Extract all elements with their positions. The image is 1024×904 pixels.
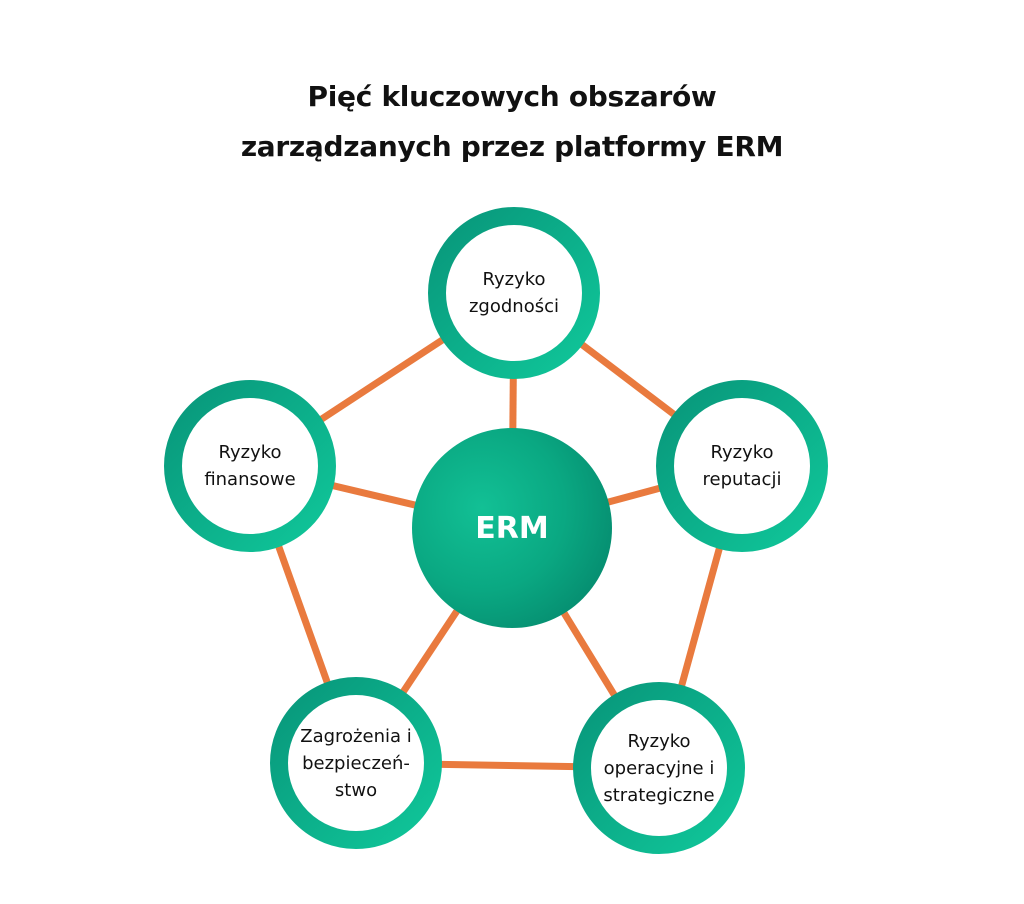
center-node xyxy=(412,428,612,628)
node-label-line: operacyjne i xyxy=(603,757,715,779)
node-label-line: finansowe xyxy=(204,469,296,490)
node-label-line: reputacji xyxy=(702,469,782,490)
node-label-line: Ryzyko xyxy=(482,269,546,290)
center-label: ERM xyxy=(475,510,549,546)
node-label-line: Ryzyko xyxy=(627,730,691,752)
node-ring-reputation xyxy=(656,380,828,552)
node-ring-compliance xyxy=(428,207,600,379)
node-ring-security xyxy=(270,677,442,849)
node-label-line: zgodności xyxy=(468,296,559,317)
diagram-title: Pięć kluczowych obszarów zarządzanych pr… xyxy=(0,72,1024,172)
node-label-operational: Ryzyko operacyjne i strategiczne xyxy=(591,700,727,836)
title-line-1: Pięć kluczowych obszarów xyxy=(307,80,717,113)
node-label-line: Zagrożenia i xyxy=(300,725,412,747)
center-circle xyxy=(412,428,612,628)
node-label-compliance: Ryzyko zgodności xyxy=(446,225,582,361)
node-label-security: Zagrożenia i bezpieczeń-stwo xyxy=(288,695,424,831)
title-line-2: zarządzanych przez platformy ERM xyxy=(240,130,784,163)
node-label-line: Ryzyko xyxy=(710,442,774,463)
node-label-line: strategiczne xyxy=(603,784,715,806)
node-label-line: stwo xyxy=(334,779,378,801)
node-label-reputation: Ryzyko reputacji xyxy=(674,398,810,534)
node-label-financial: Ryzyko finansowe xyxy=(182,398,318,534)
node-label-line: Ryzyko xyxy=(218,442,282,463)
node-circles xyxy=(164,207,828,854)
node-ring-financial xyxy=(164,380,336,552)
node-label-line: bezpieczeń- xyxy=(302,752,410,774)
node-ring-operational xyxy=(573,682,745,854)
